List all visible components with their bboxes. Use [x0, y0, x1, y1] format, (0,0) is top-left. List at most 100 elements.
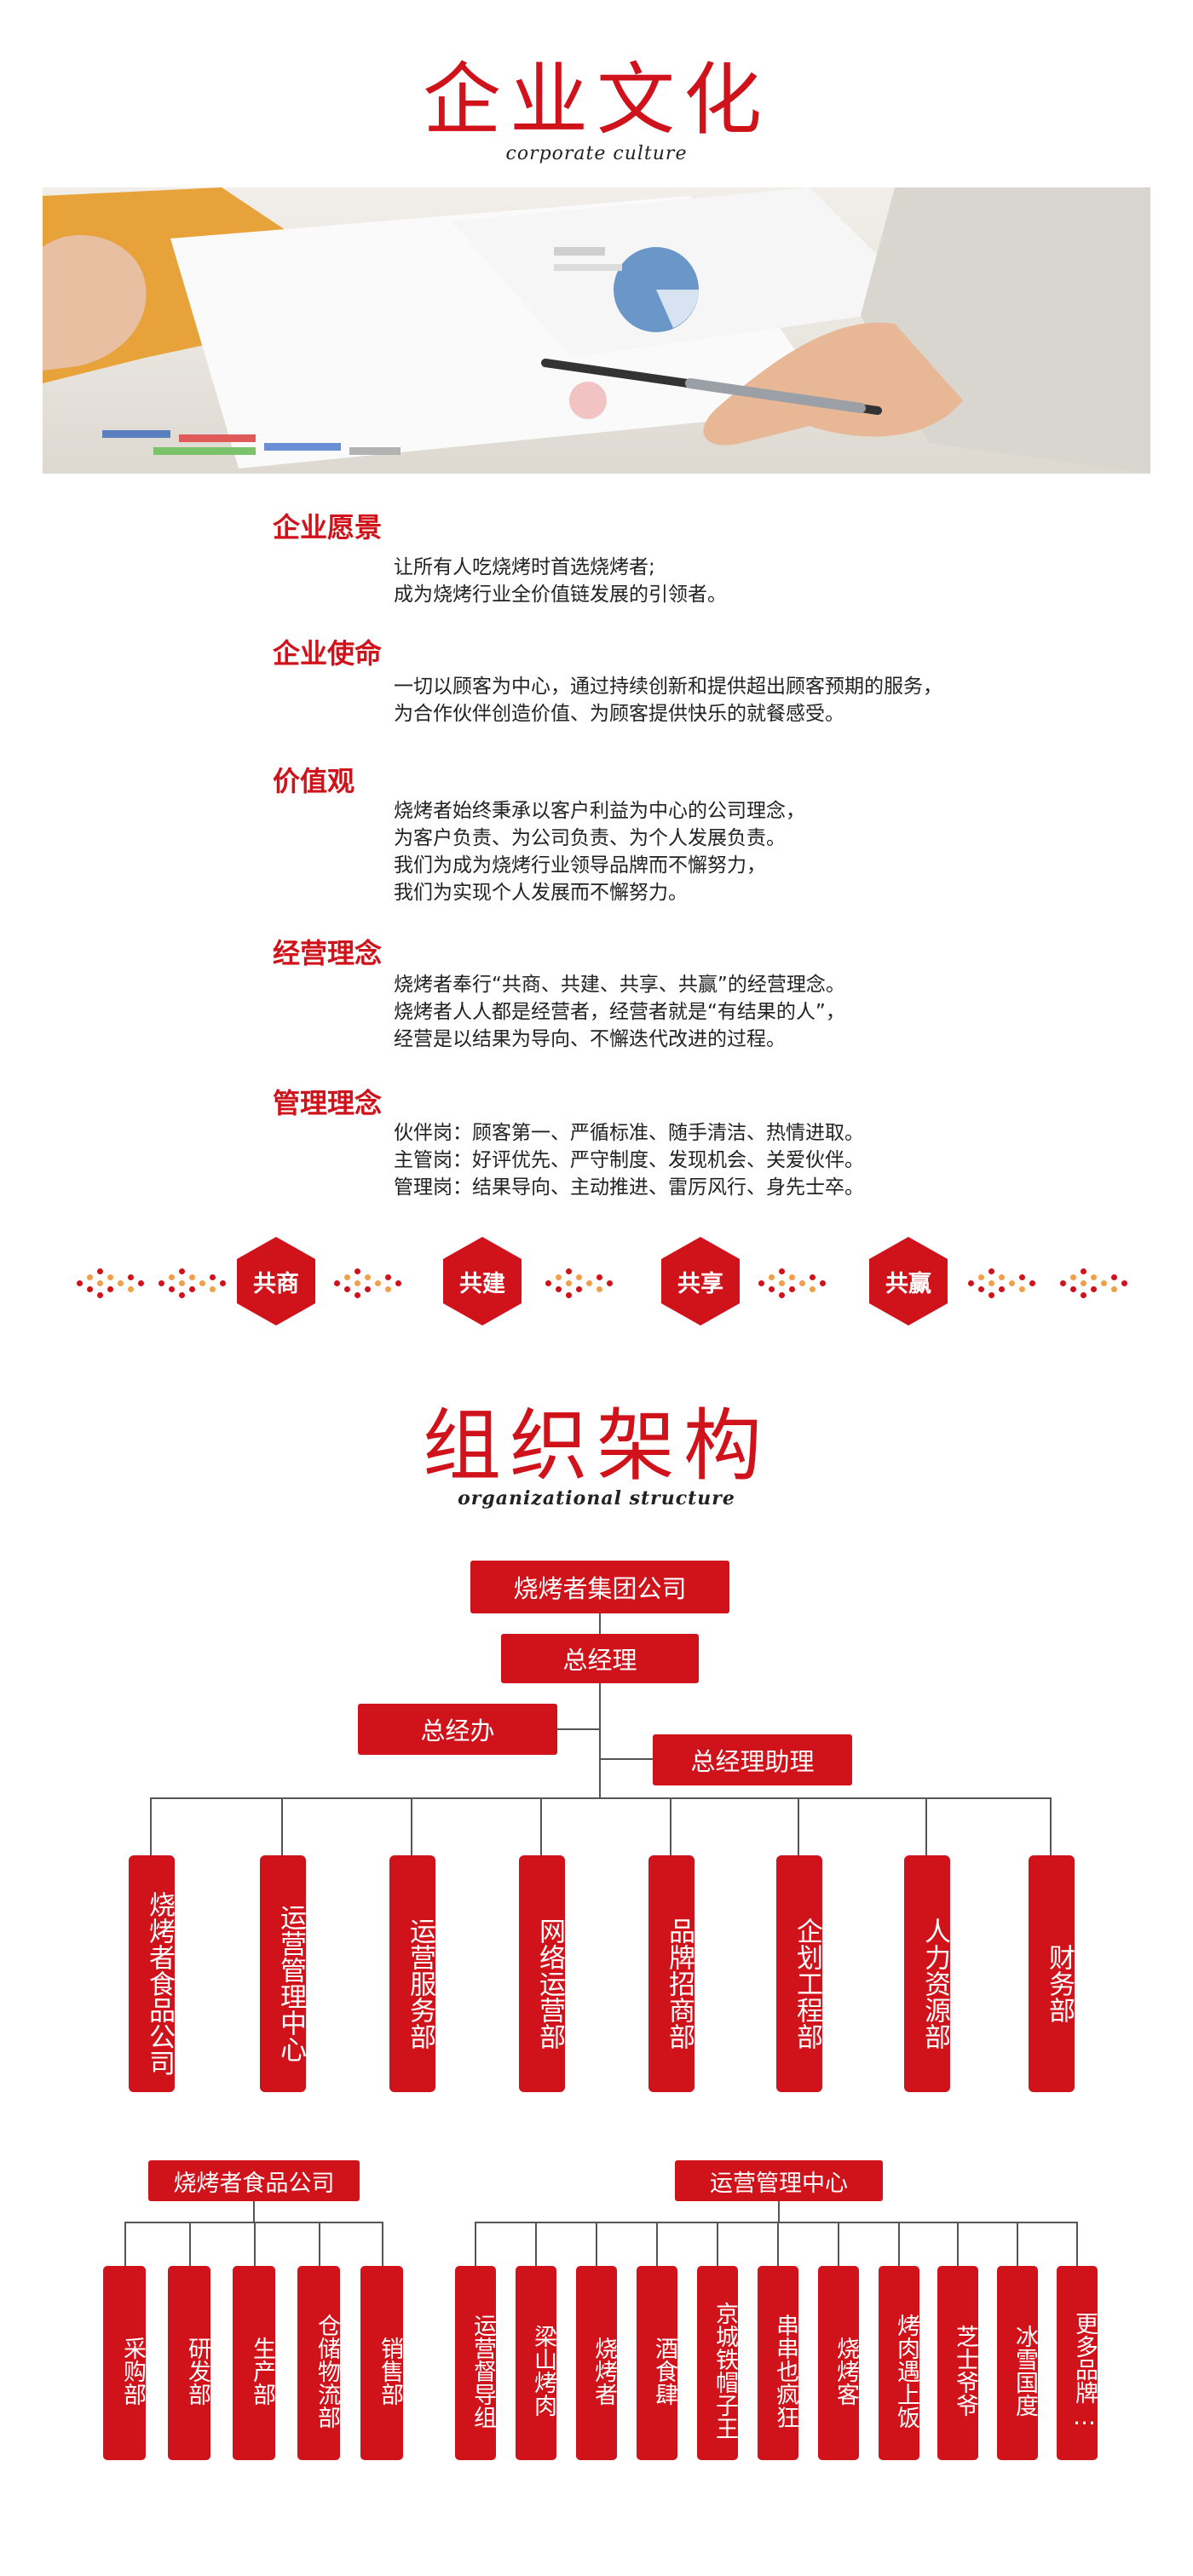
connector-line [150, 1797, 152, 1855]
business-philosophy-line: 烧烤者人人都是经营者，经营者就是“有结果的人”， [394, 1001, 845, 1023]
dot [999, 1286, 1005, 1292]
department-box: 运营管理中心 [260, 1855, 306, 2092]
dot [1070, 1286, 1076, 1292]
connector-line [189, 2222, 191, 2266]
dot [566, 1292, 572, 1298]
dot [97, 1292, 103, 1298]
department-box: 运营服务部 [389, 1855, 435, 2092]
general-manager-box: 总经理 [501, 1634, 699, 1683]
dot [779, 1292, 785, 1298]
dot [1091, 1274, 1097, 1280]
connector-line [124, 2222, 126, 2266]
dot [810, 1274, 816, 1280]
connector-line [319, 2222, 320, 2266]
food-company-box: 烧烤者食品公司 [148, 2160, 360, 2201]
dot [978, 1274, 984, 1280]
dot [545, 1280, 551, 1286]
mission-line: 为合作伙伴创造价值、为顾客提供快乐的就餐感受。 [394, 703, 844, 725]
connector-line [1050, 1797, 1052, 1855]
dot [128, 1274, 134, 1280]
food-unit-box: 采购部 [103, 2266, 146, 2460]
dot [385, 1286, 391, 1292]
management-philosophy-heading: 管理理念 [273, 1087, 383, 1119]
dot [596, 1274, 602, 1280]
vision-line: 让所有人吃烧烤时首选烧烤者; [394, 556, 655, 578]
dot [354, 1280, 360, 1286]
values-heading: 价值观 [273, 765, 355, 797]
connector-line [151, 1797, 1051, 1799]
dot [576, 1274, 582, 1280]
dot [375, 1280, 381, 1286]
dot [77, 1280, 83, 1286]
dot [988, 1280, 994, 1286]
connector-line [540, 1797, 542, 1855]
org-title: 组织架构 [422, 1400, 770, 1492]
connector-line [1076, 2222, 1078, 2266]
hexagon-consult: 共商 [237, 1237, 315, 1325]
dot [189, 1274, 195, 1280]
mission-line: 一切以顾客为中心，通过持续创新和提供超出顾客预期的服务， [394, 676, 942, 698]
dot [169, 1274, 175, 1280]
dot [210, 1274, 216, 1280]
office-photo-illustration [43, 187, 1150, 474]
dot [779, 1280, 785, 1286]
dot [566, 1280, 572, 1286]
business-philosophy-line: 烧烤者奉行“共商、共建、共享、共赢”的经营理念。 [394, 974, 845, 996]
management-philosophy-line: 管理岗：结果导向、主动推进、雷厉风行、身先士卒。 [394, 1176, 864, 1199]
connector-line [670, 1797, 671, 1855]
dot [1019, 1286, 1025, 1292]
ops-unit-box: 更多品牌… [1057, 2266, 1098, 2460]
org-subtitle: organizational structure [458, 1487, 735, 1509]
dot [988, 1292, 994, 1298]
dot [978, 1286, 984, 1292]
office-photo [43, 187, 1150, 474]
dot [354, 1268, 360, 1274]
dot [1101, 1280, 1107, 1286]
department-box: 网络运营部 [519, 1855, 565, 2092]
dot [769, 1274, 775, 1280]
ops-unit-box: 冰雪国度 [997, 2266, 1038, 2460]
mission-text: 一切以顾客为中心，通过持续创新和提供超出顾客预期的服务， 为合作伙伴创造价值、为… [394, 673, 942, 727]
ops-unit-box: 酒食肆 [637, 2266, 677, 2460]
connector-line [557, 1728, 600, 1730]
connector-line [656, 2222, 658, 2266]
dot [344, 1286, 350, 1292]
ops-unit-box: 串串也疯狂 [758, 2266, 798, 2460]
connector-line [1017, 2222, 1018, 2266]
dot [1060, 1280, 1066, 1286]
connector-line [475, 2222, 1078, 2223]
dot [138, 1280, 144, 1286]
dot [988, 1268, 994, 1274]
dot [87, 1274, 93, 1280]
dot [179, 1292, 185, 1298]
dot [199, 1280, 205, 1286]
connector-line [599, 1613, 601, 1634]
food-unit-box: 销售部 [360, 2266, 403, 2460]
culture-subtitle: corporate culture [505, 143, 688, 164]
department-box: 烧烤者食品公司 [129, 1855, 175, 2092]
dot [128, 1286, 134, 1292]
dot [1121, 1280, 1127, 1286]
management-philosophy-line: 伙伴岗：顾客第一、严循标准、随手清洁、热情进取。 [394, 1122, 864, 1144]
values-line: 烧烤者始终秉承以客户利益为中心的公司理念， [394, 800, 805, 822]
dot [758, 1280, 764, 1286]
dot [179, 1268, 185, 1274]
connector-line [535, 2222, 537, 2266]
dot [365, 1286, 371, 1292]
connector-line [600, 1758, 653, 1760]
dot [365, 1274, 371, 1280]
connector-line [898, 2222, 900, 2266]
ops-unit-box: 梁山烤肉 [516, 2266, 556, 2460]
values-line: 为客户负责、为公司负责、为个人发展负责。 [394, 827, 786, 849]
hexagon-win: 共赢 [869, 1237, 948, 1325]
management-philosophy-line: 主管岗：好评优先、严守制度、发现机会、关爱伙伴。 [394, 1149, 864, 1171]
ops-unit-box: 芝士爷爷 [937, 2266, 978, 2460]
connector-line [717, 2222, 718, 2266]
ops-center-box: 运营管理中心 [675, 2160, 883, 2201]
ops-unit-box: 烤肉遇上饭 [879, 2266, 919, 2460]
connector-line [382, 2222, 383, 2266]
vision-heading: 企业愿景 [273, 511, 383, 543]
connector-line [777, 2222, 779, 2266]
department-box: 财务部 [1029, 1855, 1075, 2092]
dot [576, 1286, 582, 1292]
